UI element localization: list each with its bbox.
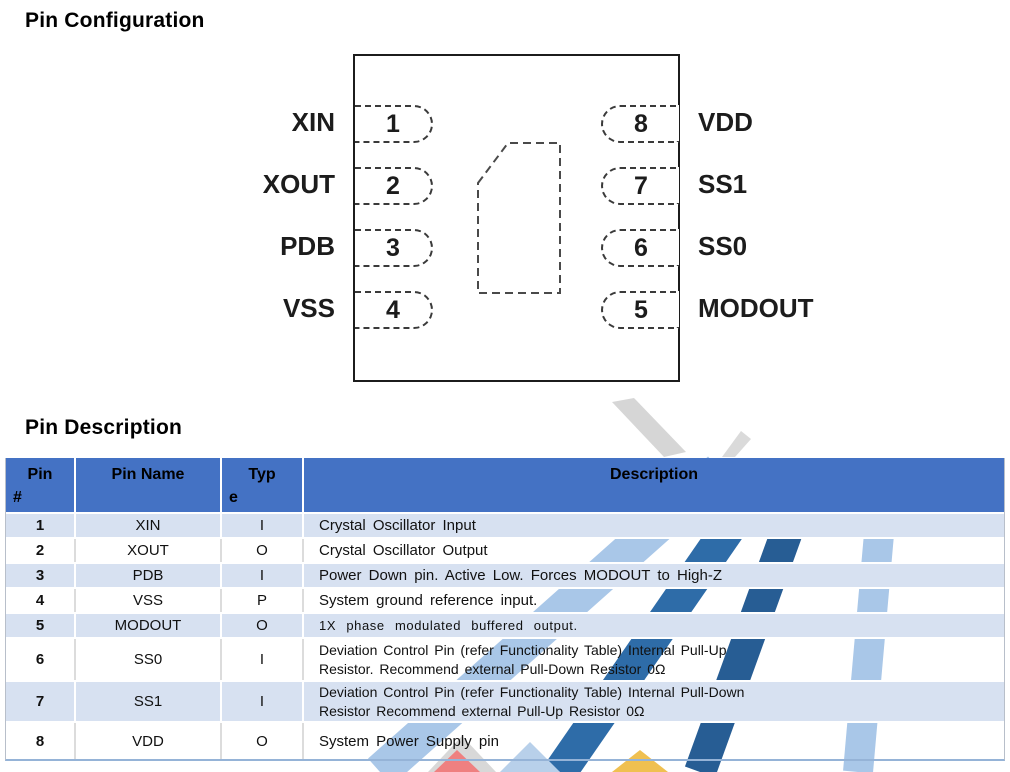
pin-number: 8 bbox=[634, 109, 648, 138]
cell-pin-name: XIN bbox=[76, 514, 222, 537]
header-pin-name: Pin Name bbox=[76, 458, 222, 512]
cell-description: Crystal Oscillator Input bbox=[319, 517, 476, 534]
cell-pin-name: SS1 bbox=[76, 682, 222, 721]
pin-label-xin: XIN bbox=[291, 107, 335, 137]
cell-pin-name: MODOUT bbox=[76, 614, 222, 637]
cell-pin-name: VSS bbox=[76, 589, 222, 612]
table-row-1: 1 XIN I Crystal Oscillator Input bbox=[6, 514, 1004, 539]
pin-number: 6 bbox=[634, 233, 648, 262]
cell-pin-number: 8 bbox=[6, 723, 76, 759]
pin-label-xout: XOUT bbox=[262, 169, 335, 199]
pin-number: 7 bbox=[634, 171, 648, 200]
header-description: Description bbox=[609, 466, 698, 483]
cell-pin-type: O bbox=[222, 723, 304, 759]
cell-pin-type: O bbox=[222, 614, 304, 637]
cell-pin-name: PDB bbox=[76, 564, 222, 587]
pin-label-pdb: PDB bbox=[280, 231, 335, 261]
cell-description: 1X phase modulated buffered output. bbox=[319, 618, 578, 633]
cell-description: System ground reference input. bbox=[319, 592, 538, 609]
pin-number: 1 bbox=[386, 109, 400, 138]
pin-pad-2: 2 bbox=[355, 167, 433, 205]
cell-description: Deviation Control Pin (refer Functionali… bbox=[319, 641, 727, 677]
table-row-7: 7 SS1 I Deviation Control Pin (refer Fun… bbox=[6, 682, 1004, 723]
cell-description: Deviation Control Pin (refer Functionali… bbox=[319, 683, 745, 719]
cell-pin-type: I bbox=[222, 639, 304, 680]
header-pin-number: Pin # bbox=[6, 458, 76, 512]
pin-label-vdd: VDD bbox=[698, 107, 753, 137]
pin-pad-1: 1 bbox=[355, 105, 433, 143]
cell-pin-number: 6 bbox=[6, 639, 76, 680]
cell-pin-name: VDD bbox=[76, 723, 222, 759]
pin-pad-3: 3 bbox=[355, 229, 433, 267]
cell-description: System Power Supply pin bbox=[319, 732, 499, 750]
cell-pin-type: P bbox=[222, 589, 304, 612]
cell-pin-type: I bbox=[222, 514, 304, 537]
table-row-6: 6 SS0 I Deviation Control Pin (refer Fun… bbox=[6, 639, 1004, 682]
cell-pin-number: 2 bbox=[6, 539, 76, 562]
cell-pin-number: 3 bbox=[6, 564, 76, 587]
pin-pad-7: 7 bbox=[601, 167, 679, 205]
pin-label-modout: MODOUT bbox=[698, 293, 814, 323]
pin-label-vss: VSS bbox=[282, 293, 335, 323]
pin-description-table: Pin # Pin Name Typ e Description 1 XIN I… bbox=[5, 458, 1005, 761]
pin-number: 3 bbox=[386, 233, 400, 262]
chip-package-outline bbox=[353, 54, 680, 382]
cell-pin-number: 4 bbox=[6, 589, 76, 612]
pin-number: 4 bbox=[386, 295, 400, 324]
cell-pin-type: I bbox=[222, 564, 304, 587]
table-row-2: 2 XOUT O Crystal Oscillator Output bbox=[6, 539, 1004, 564]
cell-pin-type: O bbox=[222, 539, 304, 562]
cell-pin-number: 7 bbox=[6, 682, 76, 721]
cell-description: Crystal Oscillator Output bbox=[319, 542, 488, 559]
cell-pin-type: I bbox=[222, 682, 304, 721]
pin-pad-4: 4 bbox=[355, 291, 433, 329]
pin-label-ss1: SS1 bbox=[698, 169, 748, 199]
pin-label-ss0: SS0 bbox=[698, 231, 748, 261]
pin-pad-5: 5 bbox=[601, 291, 679, 329]
cell-pin-name: SS0 bbox=[76, 639, 222, 680]
table-row-4: 4 VSS P System ground reference input. bbox=[6, 589, 1004, 614]
cell-pin-number: 5 bbox=[6, 614, 76, 637]
table-row-8: 8 VDD O System Power Supply pin bbox=[6, 723, 1004, 759]
cell-description: Power Down pin. Active Low. Forces MODOU… bbox=[319, 567, 723, 584]
table-row-3: 3 PDB I Power Down pin. Active Low. Forc… bbox=[6, 564, 1004, 589]
pin-pad-6: 6 bbox=[601, 229, 679, 267]
cell-pin-number: 1 bbox=[6, 514, 76, 537]
header-pin-type: Typ e bbox=[222, 458, 304, 512]
section-title-pin-configuration: Pin Configuration bbox=[25, 9, 205, 32]
section-title-pin-description: Pin Description bbox=[25, 416, 183, 439]
pin-number: 2 bbox=[386, 171, 400, 200]
pin-number: 5 bbox=[634, 295, 648, 324]
pin-pad-8: 8 bbox=[601, 105, 679, 143]
chip-orientation-mark bbox=[477, 142, 561, 294]
table-header-row: Pin # Pin Name Typ e Description bbox=[6, 458, 1004, 514]
cell-pin-name: XOUT bbox=[76, 539, 222, 562]
table-row-5: 5 MODOUT O 1X phase modulated buffered o… bbox=[6, 614, 1004, 639]
